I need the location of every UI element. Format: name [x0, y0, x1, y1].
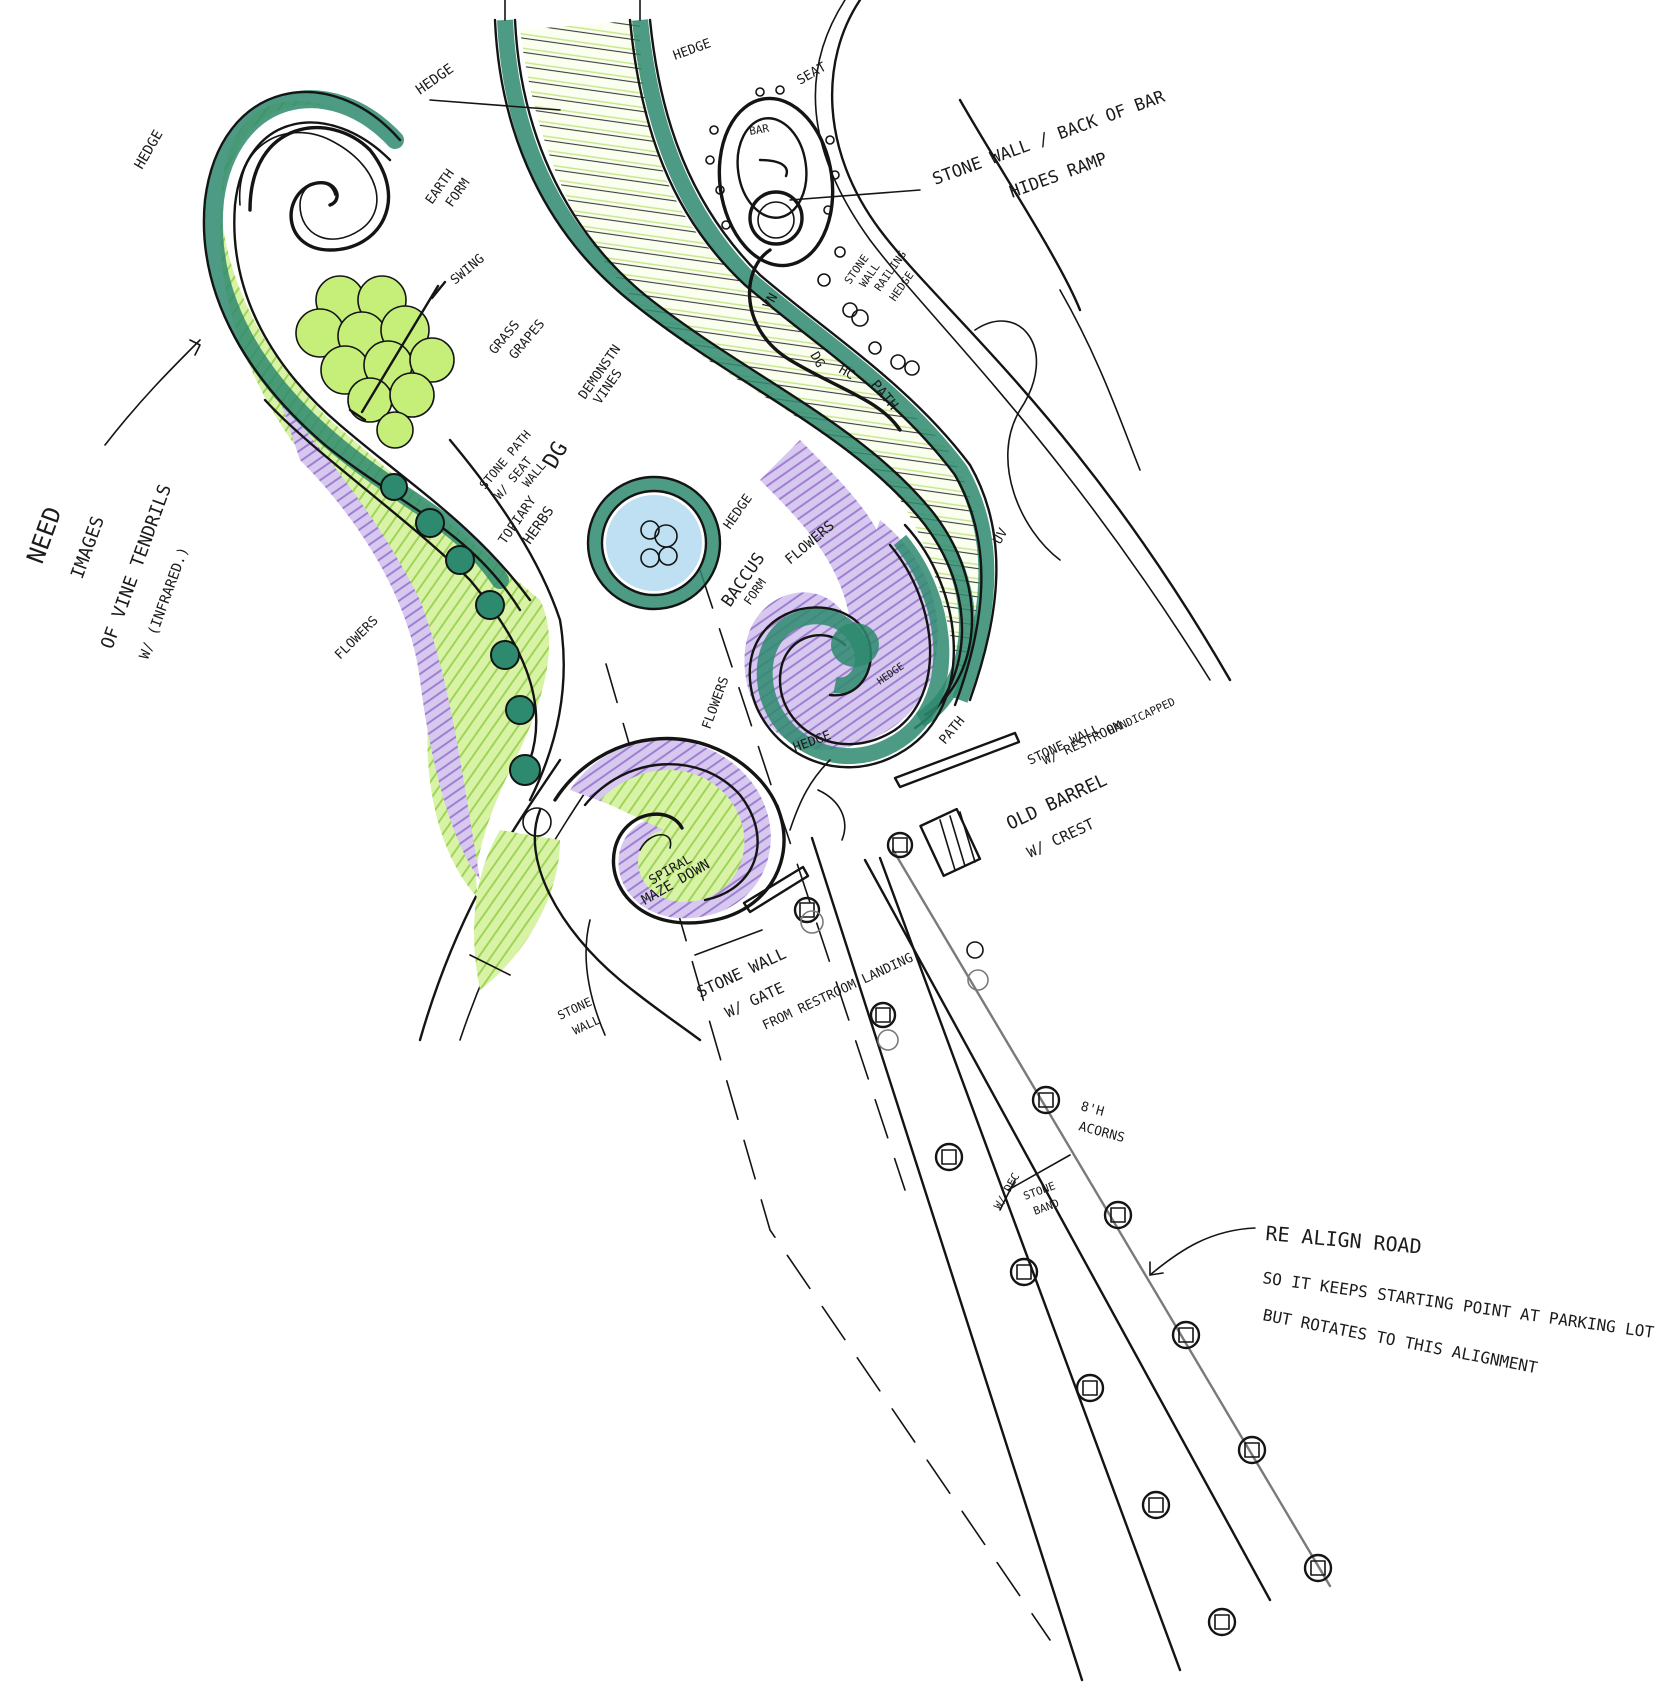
label-uv-2: UV	[990, 526, 1011, 547]
label-need-1: NEED	[21, 503, 67, 567]
label-acorns-1: 8'H	[1079, 1099, 1106, 1120]
label-need-2: IMAGES	[67, 513, 109, 581]
light-posts	[793, 831, 1333, 1637]
label-swing: SWING	[448, 251, 488, 288]
label-band-3: BAND	[1032, 1197, 1061, 1218]
bacchus-fountain	[586, 475, 722, 611]
label-hedge-top: HEDGE	[413, 61, 457, 98]
label-bar: BAR	[748, 122, 770, 138]
left-tendril	[202, 90, 565, 990]
label-old-barrel-1: OLD BARREL	[1003, 770, 1110, 835]
grape-cluster	[295, 275, 455, 449]
label-stone-wall-low-2: WALL	[570, 1013, 602, 1038]
label-path-2: PATH	[937, 714, 969, 748]
label-hedge-left: HEDGE	[132, 127, 167, 172]
central-terrace	[493, 0, 998, 730]
label-flowers-lower: FLOWERS	[700, 675, 733, 732]
label-realign-1: RE ALIGN ROAD	[1265, 1221, 1423, 1259]
right-spiral	[744, 440, 956, 769]
label-uv-1: VN	[760, 291, 781, 312]
label-acorns-2: ACORNS	[1077, 1119, 1126, 1146]
label-hc: HC	[836, 362, 857, 383]
label-seat: SEAT	[795, 60, 830, 89]
label-flowers-left: FLOWERS	[332, 613, 381, 662]
label-stone-wall-restroom-3: HANDICAPPED	[1106, 695, 1178, 738]
label-dg-2: DG	[807, 350, 828, 371]
bar-area	[705, 85, 1061, 561]
leader-lines	[104, 99, 1256, 1276]
road	[605, 569, 1332, 1682]
lower-spiral	[533, 736, 786, 1042]
label-hedge-ring: HEDGE	[721, 492, 756, 533]
label-band-1: W/ DEC	[991, 1171, 1022, 1212]
walls	[469, 731, 1021, 976]
stepping-stones	[380, 473, 552, 837]
label-hedge-upper: HEDGE	[671, 36, 713, 63]
